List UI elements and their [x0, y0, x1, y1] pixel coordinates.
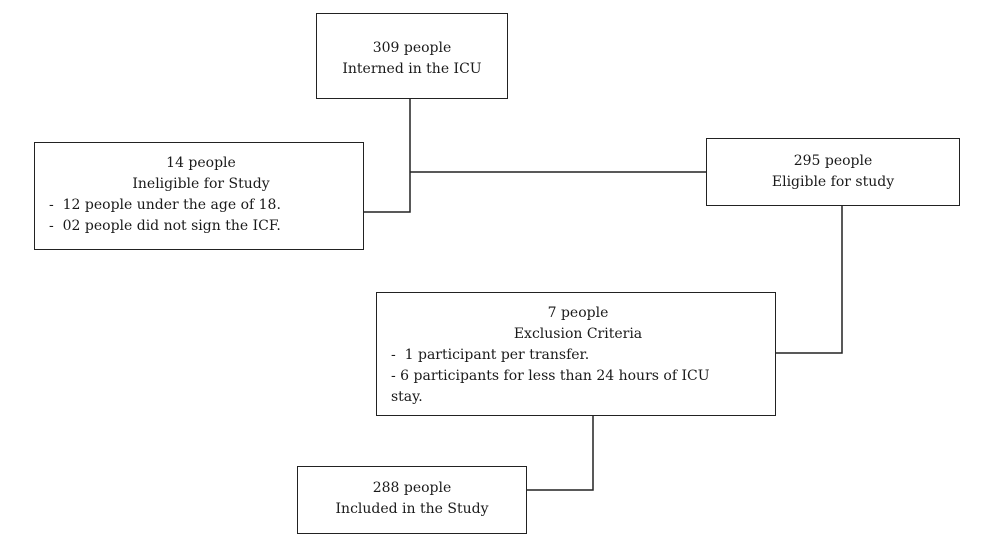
- ineligible-count: 14 people: [166, 155, 236, 171]
- exclusion-label: Exclusion Criteria: [513, 326, 643, 342]
- total-count: 309 people: [372, 40, 452, 56]
- connector-eligible-to-exclusion: [776, 206, 843, 354]
- included-count: 288 people: [372, 480, 452, 496]
- eligible-label: Eligible for study: [771, 174, 895, 190]
- exclusion-box: 7 people Exclusion Criteria - 1 particip…: [376, 292, 776, 416]
- eligible-count: 295 people: [793, 153, 873, 169]
- ineligible-box: 14 people Ineligible for Study - 12 peop…: [34, 142, 364, 250]
- included-label: Included in the Study: [335, 501, 489, 517]
- exclusion-count: 7 people: [547, 305, 609, 321]
- total-interned-box: 309 people Interned in the ICU: [316, 13, 508, 99]
- ineligible-item: - 02 people did not sign the ICF.: [49, 218, 281, 234]
- connector-exclusion-to-included: [527, 416, 594, 491]
- ineligible-label: Ineligible for Study: [132, 176, 270, 192]
- total-label: Interned in the ICU: [342, 61, 482, 77]
- ineligible-item: - 12 people under the age of 18.: [49, 197, 281, 213]
- eligible-box: 295 people Eligible for study: [706, 138, 960, 206]
- connector-total-to-ineligible: [364, 99, 411, 213]
- exclusion-item: - 6 participants for less than 24 hours …: [391, 368, 710, 405]
- included-box: 288 people Included in the Study: [297, 466, 527, 534]
- exclusion-item: - 1 participant per transfer.: [391, 347, 590, 363]
